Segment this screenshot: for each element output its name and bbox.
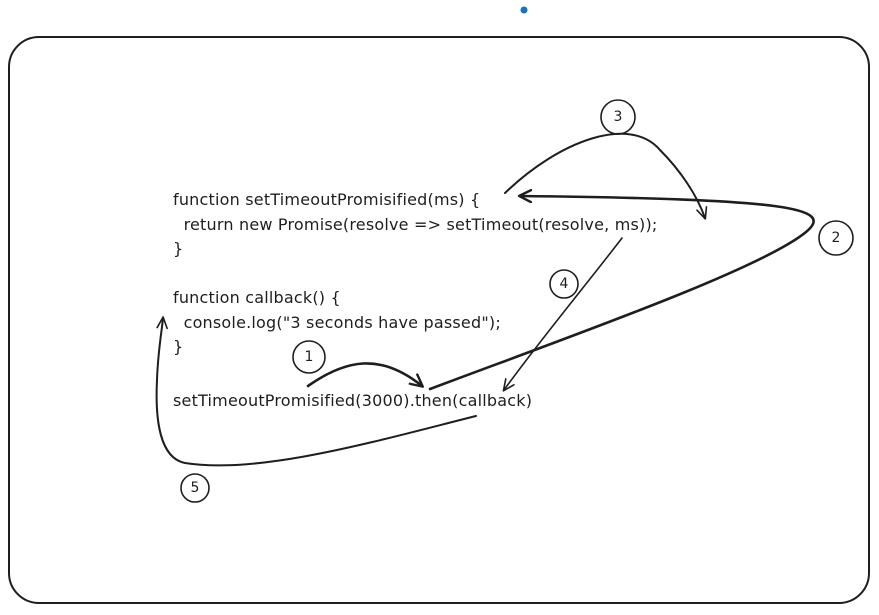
step-2-circle: [818, 220, 854, 256]
arrow-step-1[interactable]: [306, 362, 422, 386]
frame-border: [8, 36, 870, 604]
step-4-circle: [549, 269, 579, 299]
arrow-step-4[interactable]: [502, 237, 623, 392]
selection-handle-dot[interactable]: [520, 6, 528, 14]
arrow-step-3[interactable]: [504, 132, 708, 220]
code-line-3: }: [173, 239, 183, 258]
code-line-1: function setTimeoutPromisified(ms) {: [173, 190, 480, 209]
step-3-label: 3: [614, 109, 623, 125]
step-5-circle: [180, 473, 210, 503]
code-line-4: function callback() {: [173, 288, 341, 307]
code-line-5: console.log("3 seconds have passed");: [173, 313, 501, 332]
arrow-step-2[interactable]: [428, 196, 815, 391]
step-5-label: 5: [191, 480, 200, 496]
step-3-circle: [600, 99, 636, 135]
step-1-label: 1: [305, 349, 314, 365]
step-1-circle: [292, 340, 326, 374]
step-2-label: 2: [832, 230, 841, 246]
code-line-7: setTimeoutPromisified(3000).then(callbac…: [173, 391, 532, 410]
step-4-label: 4: [560, 276, 569, 292]
arrow-step-5[interactable]: [155, 316, 477, 467]
code-line-2: return new Promise(resolve => setTimeout…: [173, 215, 658, 234]
code-line-6: }: [173, 337, 183, 356]
